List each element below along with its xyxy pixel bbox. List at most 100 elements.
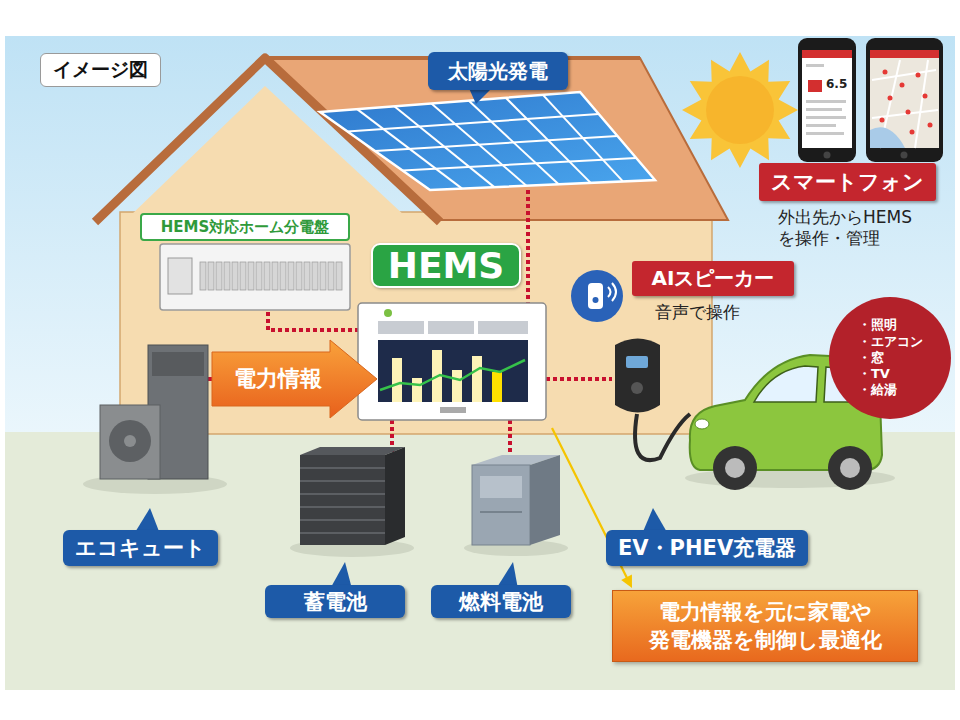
eco-cute (83, 345, 227, 494)
hems-monitor-part (452, 370, 462, 402)
storage-battery-part-part (300, 532, 385, 534)
label-pointers (134, 86, 668, 589)
smartphones-part-part (906, 110, 911, 115)
storage-battery-part-part (300, 506, 385, 508)
hems-monitor-part (392, 358, 402, 402)
distribution-board-part-part (200, 262, 206, 290)
storage-battery-part-part (300, 493, 385, 495)
smartphones-part-part (806, 108, 842, 111)
distribution-board-part-part (232, 262, 238, 290)
fuel-cell-part (472, 465, 530, 545)
node-text: 太陽光発電 (448, 58, 548, 85)
solar-panel-part-part (375, 136, 618, 151)
smartphones-part-part (883, 70, 888, 75)
appliance-circle: ・照明・エアコン・窓・TV・給湯 (828, 296, 952, 420)
callout-label: EV・PHEV充電器 (606, 530, 808, 566)
storage-battery-part-part (300, 480, 385, 482)
distribution-board-part-part (288, 262, 294, 290)
distribution-board (160, 244, 350, 310)
appliance-circle-outline-part (829, 297, 951, 419)
distribution-board-part-part (208, 262, 214, 290)
ai-speaker-icon-part (612, 283, 616, 301)
node-text: 電力情報を元に家電や 発電機器を制御し最適化 (623, 598, 907, 655)
solar-panel-part-part (403, 158, 637, 171)
hems-badge: HEMS (371, 243, 521, 288)
distribution-board-part-part (264, 262, 270, 290)
hems-monitor-part (428, 321, 474, 334)
node-text: 蓄電池 (304, 588, 367, 616)
ai-speaker-icon (571, 270, 623, 322)
node-text: ・給湯 (858, 382, 897, 398)
node-text: ・照明 (858, 317, 897, 333)
house-part (265, 58, 728, 220)
power-wires-part (268, 312, 358, 330)
fuel-cell (464, 455, 568, 556)
title-text: イメージ図 (53, 58, 148, 80)
distribution-board-part-part (224, 262, 230, 290)
node-text: EV・PHEV充電器 (618, 534, 796, 562)
ai-speaker-icon-part (588, 283, 603, 309)
node-text: スマートフォン (771, 168, 924, 196)
smartphones-part-part (806, 64, 824, 67)
sun-part (706, 76, 774, 144)
node-text: ・TV (858, 366, 890, 382)
smartphones-part-part (923, 94, 928, 99)
smartphones-part-part (806, 116, 846, 119)
hems-monitor (358, 303, 546, 420)
distribution-board-part-part (312, 262, 318, 290)
hems-monitor-part (378, 340, 528, 402)
arrow-label-outline-part (212, 340, 377, 418)
smartphones-part-part (900, 83, 905, 88)
fuel-cell-part (530, 455, 560, 545)
distribution-board-part-part (272, 262, 278, 290)
solar-panel-part-part (348, 114, 599, 132)
smartphones-part (870, 127, 905, 148)
caption-text: 外出先からHEMS を操作・管理 (778, 207, 950, 250)
ai-speaker-icon-part (593, 297, 599, 303)
smartphones-part (880, 70, 933, 135)
distribution-board-part (160, 244, 350, 310)
hems-monitor-part (472, 356, 482, 402)
smartphones-part (806, 64, 846, 135)
smartphones-part-part (910, 130, 915, 135)
smartphones-part (824, 152, 831, 159)
power-wires-part (526, 190, 530, 303)
title-box: イメージ図 (40, 53, 161, 87)
hems-monitor-part (478, 321, 528, 334)
storage-battery (290, 447, 414, 557)
callout-label: エコキュート (63, 530, 218, 566)
distribution-board-part-part (304, 262, 310, 290)
smartphones-part (866, 38, 943, 162)
node-text: AIスピーカー (652, 265, 775, 292)
electric-car-part (754, 366, 818, 402)
smartphones-part (798, 38, 856, 162)
distribution-board-part-part (320, 262, 326, 290)
caption-text: 音声で操作 (655, 302, 740, 323)
node-text: ・窓 (858, 350, 884, 366)
smartphones-part-part (872, 110, 938, 118)
appliance-circle-outline (828, 296, 952, 420)
distribution-board-part-part (336, 262, 342, 290)
electric-car (685, 355, 895, 490)
node-text: 電力情報 (234, 364, 322, 394)
feature-label: AIスピーカー (632, 261, 794, 296)
eco-cute-part (100, 405, 160, 479)
distribution-board-part-part (216, 262, 222, 290)
storage-battery-part-part (300, 519, 385, 521)
sun-part (682, 52, 798, 168)
smartphones-part (808, 80, 822, 92)
storage-battery-part (385, 447, 405, 545)
electric-car-part (840, 458, 860, 478)
callout-label: 燃料電池 (431, 585, 571, 618)
power-wires-part (546, 377, 612, 381)
eco-cute-part (124, 435, 136, 447)
hems-monitor-part (492, 372, 502, 402)
panel-label: HEMS対応ホーム分電盤 (140, 213, 350, 241)
feature-label: スマートフォン (759, 163, 936, 201)
distribution-board-part-part (256, 262, 262, 290)
sun (682, 52, 798, 168)
smartphones (798, 38, 943, 162)
ev-charger-part (631, 382, 643, 394)
solar-panel-part (320, 92, 655, 190)
